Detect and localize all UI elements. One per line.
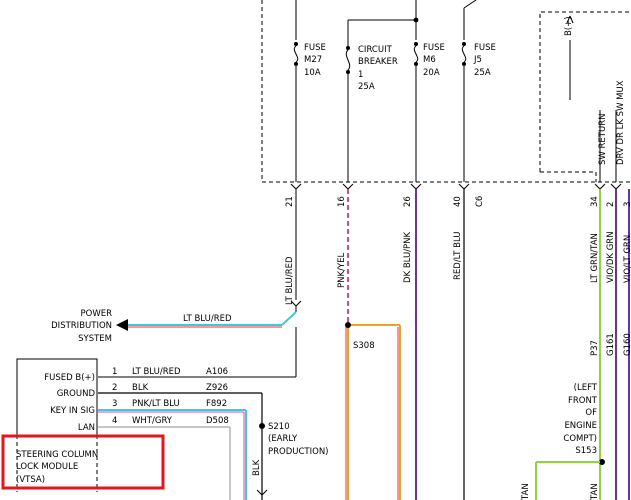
arrow-head-icon <box>116 319 128 331</box>
splice-s153: (LEFT FRONT OF ENGINE COMPT) S153 TAN TA… <box>521 383 605 500</box>
pin3-wire: PNK/LT BLU <box>132 399 180 409</box>
lock-module-pin-label-4: LAN <box>78 423 95 433</box>
lock-module-name-l3: (VTSA) <box>16 475 45 485</box>
pin4-circuit: D508 <box>206 416 229 426</box>
breaker-l3: 1 <box>358 70 363 80</box>
splice-s308: S308 <box>345 322 401 500</box>
pin3-circuit: F892 <box>206 399 227 409</box>
pin-34-wire: LT GRN/TAN <box>590 233 600 283</box>
splice-s153-l2: FRONT <box>568 396 598 406</box>
fuse-m6-l2: M6 <box>423 55 436 65</box>
power-distribution-l1: POWER <box>81 309 113 319</box>
pin-3-num: 3 <box>623 202 631 207</box>
splice-s210: S210 (EARLY PRODUCTION) BLK <box>252 422 329 476</box>
pin4-wire: WHT/GRY <box>132 416 173 426</box>
pin4-num: 4 <box>112 416 117 426</box>
lock-module: FUSED B(+) GROUND KEY IN SIG LAN STEERIN… <box>1 358 165 492</box>
pin-34-num: 34 <box>590 196 600 207</box>
bottom-tan-left: TAN <box>521 483 531 500</box>
fuse-m6: FUSE M6 20A <box>413 42 445 182</box>
fuse-m27-l2: M27 <box>304 55 322 65</box>
fuse-m6-l1: FUSE <box>423 43 445 53</box>
pin-40-wire: RED/LT BLU <box>453 231 463 280</box>
module-wires <box>98 327 297 500</box>
circuit-g160: G160 <box>623 333 631 356</box>
pdc-branch-wire-label: LT BLU/RED <box>183 314 232 324</box>
lock-module-name-l1: STEERING COLUMN <box>16 450 98 460</box>
breaker-l1: CIRCUIT <box>358 45 393 55</box>
fuse-m27-l3: 10A <box>304 68 321 78</box>
fuse-j5-l3: 25A <box>474 68 491 78</box>
splice-s210-l2: PRODUCTION) <box>268 447 329 457</box>
lock-module-pin-label-3: KEY IN SIG <box>50 406 95 416</box>
splice-s210-l1: (EARLY <box>268 434 298 444</box>
module-pin-drv-dr-lk-sw-mux: DRV DR LK SW MUX <box>616 80 626 165</box>
pin1-circuit: A106 <box>206 367 228 377</box>
module-pin-sw-return: SW RETURN <box>598 114 608 165</box>
pin2-num: 2 <box>112 383 117 393</box>
pin-40-num: 40 <box>453 196 463 207</box>
breaker-l2: BREAKER <box>358 57 398 67</box>
circuit-breaker-1: CIRCUIT BREAKER 1 25A <box>345 45 398 182</box>
pin1-num: 1 <box>112 367 117 377</box>
splice-s153-l1: (LEFT <box>574 383 598 393</box>
highlight-box <box>1 434 165 490</box>
pin-26-wire: DK BLU/PNK <box>403 231 413 283</box>
pin-21-wire: LT BLU/RED <box>285 256 295 305</box>
pin-26-num: 26 <box>403 196 413 207</box>
pin-16-wire: PNK/YEL <box>337 253 347 288</box>
fuse-m6-l3: 20A <box>423 68 440 78</box>
fuse-block: FUSE M27 10A CIRCUIT BREAKER 1 25A FUSE … <box>261 0 631 183</box>
pdc-pin-labels: 21 LT BLU/RED 16 PNK/YEL 26 DK BLU/PNK 4… <box>285 196 631 356</box>
module-enclosure: B(+) SW RETURN DRV DR LK SW MUX <box>539 11 631 182</box>
fuse-j5-l2: J5 <box>473 55 482 65</box>
splice-s153-name: S153 <box>575 446 597 456</box>
splice-s308-label: S308 <box>353 341 375 351</box>
lock-module-pins: 1 LT BLU/RED A106 2 BLK Z926 3 PNK/LT BL… <box>112 367 229 426</box>
pin-21-num: 21 <box>285 196 295 207</box>
pin-16-num: 16 <box>337 196 347 207</box>
bottom-tan-right: TAN <box>590 483 600 500</box>
power-distribution-branch: LT BLU/RED POWER DISTRIBUTION SYSTEM <box>51 300 302 344</box>
pin-3-wire: VIO/LT GRN <box>623 235 631 283</box>
pdc-wires <box>295 189 630 500</box>
lock-module-pin-label-1: FUSED B(+) <box>44 373 95 383</box>
pin-c6-num: C6 <box>475 196 485 207</box>
pin2-wire: BLK <box>132 383 149 393</box>
fuse-j5: FUSE J5 25A <box>461 42 496 182</box>
pin-2-num: 2 <box>606 202 616 207</box>
fuse-m27: FUSE M27 10A <box>293 42 326 182</box>
splice-s153-l4: ENGINE <box>564 421 597 431</box>
fuse-m27-l1: FUSE <box>304 43 326 53</box>
power-distribution-l3: SYSTEM <box>78 334 112 344</box>
breaker-l4: 25A <box>358 82 375 92</box>
connector-chevrons <box>290 183 622 190</box>
splice-s210-name: S210 <box>268 422 290 432</box>
fuse-j5-l1: FUSE <box>474 43 496 53</box>
lock-module-pin-label-2: GROUND <box>57 389 96 399</box>
pin3-num: 3 <box>112 399 117 409</box>
circuit-p37: P37 <box>590 340 600 356</box>
lock-module-name-l2: LOCK MODULE <box>16 462 78 472</box>
splice-s153-l3: OF <box>585 408 597 418</box>
module-b-plus: B(+) <box>564 16 574 36</box>
pin1-wire: LT BLU/RED <box>132 367 181 377</box>
power-distribution-l2: DISTRIBUTION <box>51 321 112 331</box>
splice-s153-l5: COMPT) <box>563 434 597 444</box>
pin-2-wire: VIO/DK GRN <box>606 231 616 283</box>
splice-s210-wire: BLK <box>252 459 262 476</box>
pin2-circuit: Z926 <box>206 383 228 393</box>
circuit-g161: G161 <box>606 333 616 356</box>
